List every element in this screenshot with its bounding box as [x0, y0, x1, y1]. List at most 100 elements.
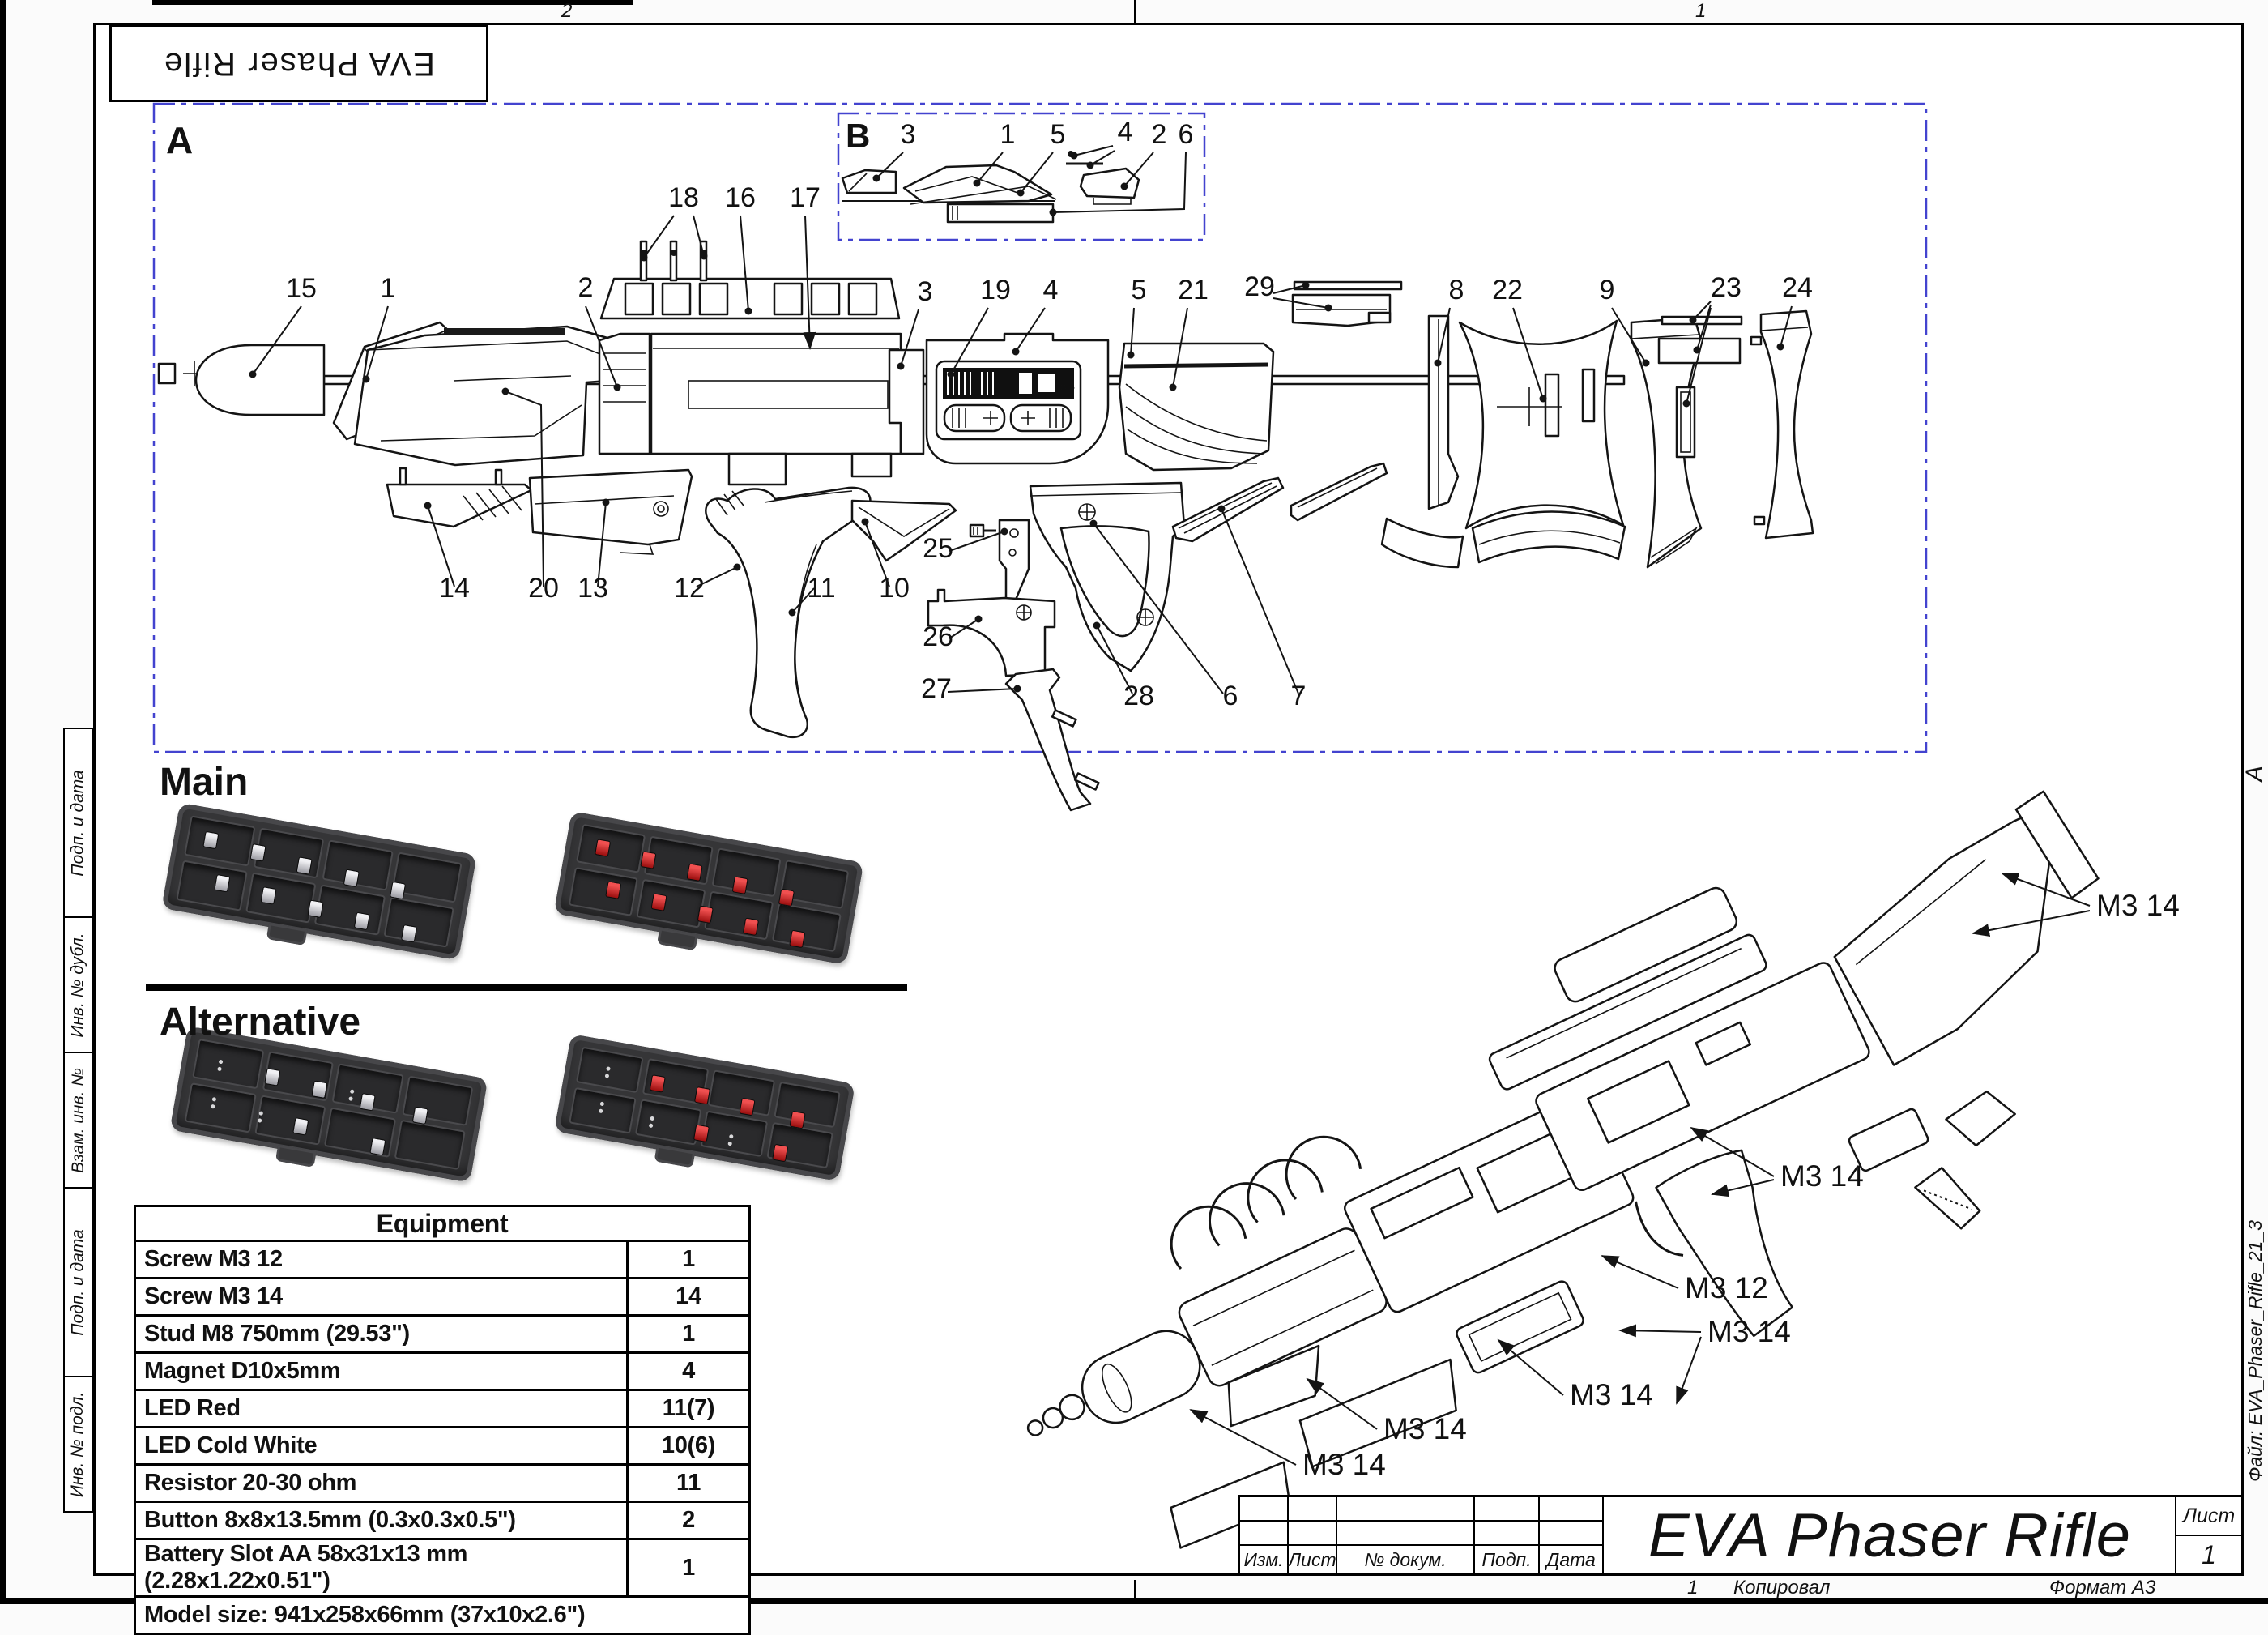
red-led-stud [650, 893, 667, 911]
part-label-b-6: 6 [1049, 119, 1193, 216]
sidebar-cell-label: Инв. № подл. [68, 1391, 87, 1497]
panel-compartment [176, 860, 248, 911]
equipment-item: Resistor 20-30 ohm [134, 1463, 629, 1503]
format-label: Формат А3 [2049, 1577, 2156, 1599]
zone-tick-top [1134, 0, 1136, 23]
zone-number-top-right: 1 [1695, 0, 1707, 22]
title-block-empty-cell [1337, 1497, 1475, 1522]
part-number: 27 [921, 673, 952, 704]
scan-edge-top [152, 0, 633, 5]
part-number: 12 [674, 573, 705, 604]
part-label-25: 25 [923, 527, 1008, 564]
sidebar-cell: Взам. инв. № [63, 1052, 93, 1187]
equipment-qty: 1 [626, 1314, 751, 1354]
section-b-border [837, 112, 1206, 241]
title-block-col-label: Изм. [1240, 1546, 1289, 1573]
equipment-item: LED Red [134, 1389, 629, 1428]
part-label-2: 2 [578, 272, 621, 391]
part-label-21: 21 [1169, 275, 1209, 391]
gray-led-stud [353, 911, 370, 931]
equipment-qty: 14 [626, 1277, 751, 1317]
part-label-14: 14 [424, 502, 470, 604]
sidebar-cell: Инв. № подл. [63, 1376, 93, 1513]
equipment-item: Screw M3 12 [134, 1240, 629, 1279]
led-hole-marks [728, 1133, 734, 1139]
part-label-b-3: 3 [872, 119, 915, 182]
panel-compartment [711, 847, 782, 898]
part-number: 2 [578, 272, 594, 303]
red-led-stud [686, 863, 703, 882]
screw-label-M3-14: M3 14 [1972, 873, 2180, 937]
title-block-col-label: № докум. [1337, 1546, 1475, 1573]
part-number: 22 [1492, 275, 1523, 305]
led-hole-marks [605, 1065, 611, 1071]
sidebar-cell-label: Инв. № дубл. [68, 932, 87, 1038]
equipment-qty: 10(6) [626, 1426, 751, 1466]
part-label-28: 28 [1093, 621, 1154, 711]
title-block-col-label: Подп. [1475, 1546, 1540, 1573]
part-number: 13 [578, 573, 608, 604]
title-block-empty-cell [1240, 1522, 1289, 1546]
red-led-stud [771, 1143, 788, 1163]
panel-compartment [636, 878, 706, 928]
sidebar-cell-label: Подп. и дата [68, 769, 87, 877]
part-number: 1 [381, 273, 396, 304]
iso-exploded-view [1026, 790, 2100, 1549]
panel-compartment [382, 896, 454, 948]
part-label-b-2: 2 [1120, 119, 1166, 190]
part-number: 1 [1000, 119, 1016, 150]
equipment-qty: 11 [626, 1463, 751, 1503]
flipped-title-box: EVA Phaser Rifle [109, 24, 488, 102]
part-number: 28 [1123, 681, 1154, 711]
part-number: 3 [918, 276, 933, 307]
part-label-17: 17 [790, 182, 821, 350]
screw-label-M3-14: M3 14 [1306, 1377, 1467, 1445]
panel-compartment [323, 1107, 396, 1158]
red-led-stud [693, 1124, 710, 1143]
part-label-24: 24 [1776, 272, 1813, 351]
part-number: 8 [1449, 275, 1464, 305]
section-b-letter: B [846, 117, 871, 155]
red-led-stud [778, 888, 795, 907]
gray-led-stud [400, 924, 417, 943]
zone-tick-bottom [1134, 1580, 1136, 1604]
part-label-19: 19 [947, 275, 1011, 378]
part-number: 29 [1244, 271, 1275, 302]
part-label-11: 11 [788, 573, 836, 617]
red-led-stud [697, 905, 714, 924]
screw-size-label: M3 14 [1707, 1315, 1791, 1348]
equipment-header-row: Equipment [134, 1205, 751, 1242]
part-number: 5 [1132, 275, 1147, 305]
sidebar-cell: Инв. № дубл. [63, 916, 93, 1052]
gray-led-stud [260, 886, 277, 906]
title-block-col-label: Лист [1288, 1546, 1337, 1573]
panel-compartment [704, 890, 774, 941]
part-number: 23 [1711, 272, 1742, 303]
title-block-empty-cell [1337, 1522, 1475, 1546]
part-label-1: 1 [362, 273, 396, 383]
panel-compartment [568, 866, 638, 916]
part-label-b-5: 5 [1017, 119, 1065, 197]
equipment-qty: 4 [626, 1351, 751, 1391]
sidebar-cell: Подп. и дата [63, 1187, 93, 1376]
title-block-empty-cell [1540, 1497, 1604, 1522]
part-label-18: 18 [640, 182, 708, 262]
part-number: 25 [923, 533, 953, 564]
part-label-7: 7 [1217, 505, 1306, 711]
sheet-label: Лист [2176, 1497, 2241, 1536]
copied-label: Копировал [1733, 1577, 1831, 1599]
alternative-heading: Alternative [160, 1001, 361, 1044]
screw-size-label: M3 14 [1570, 1378, 1653, 1411]
panel-compartment [254, 1095, 326, 1146]
zone-number-bottom-right: 1 [1687, 1577, 1699, 1599]
part-label-15: 15 [249, 273, 317, 378]
screw-size-label: M3 14 [1780, 1159, 1864, 1193]
sheet-number: 1 [2202, 1539, 2216, 1569]
